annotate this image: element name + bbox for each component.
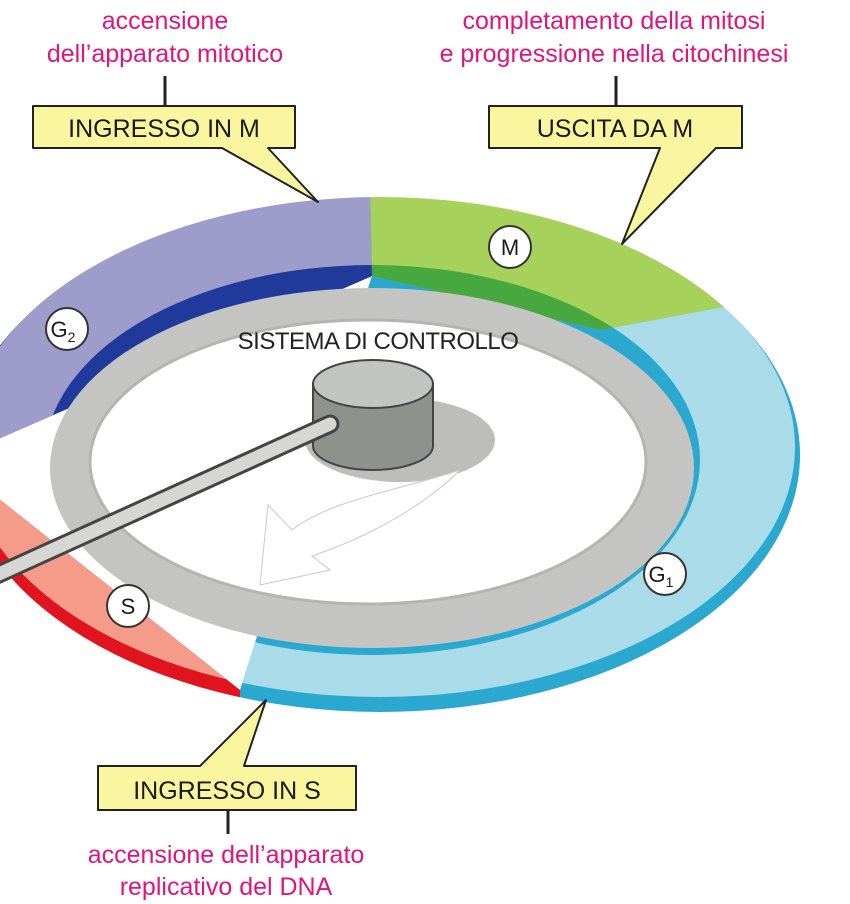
checkpoint-box-entry-m: INGRESSO IN M (68, 115, 260, 143)
phase-badge-g2: G2 (45, 307, 89, 351)
phase-label-m: M (501, 235, 519, 260)
checkpoint-note-entry-s-1: accensione dell’apparato (88, 841, 365, 869)
controller-title: SISTEMA DI CONTROLLO (238, 328, 519, 355)
checkpoint-note-entry-m-1: accensione (102, 7, 228, 35)
svg-text:G1: G1 (649, 562, 674, 590)
phase-sub-g2: 2 (68, 329, 76, 345)
phase-badge-g1: G1 (643, 552, 687, 596)
callout-exit-m: USCITA DA M completamento della mitosi e… (440, 7, 789, 245)
phase-sub-g1: 1 (666, 574, 674, 590)
phase-badge-s: S (106, 584, 150, 628)
checkpoint-note-entry-m-2: dell’apparato mitotico (47, 40, 283, 68)
phase-label-g2: G (51, 317, 68, 342)
callout-entry-m: INGRESSO IN M accensione dell’apparato m… (32, 7, 319, 203)
checkpoint-note-entry-s-2: replicativo del DNA (120, 873, 333, 901)
platform-ring-shadow (88, 318, 648, 606)
checkpoint-box-entry-s: INGRESSO IN S (133, 777, 321, 805)
clock-hand (0, 414, 340, 584)
phase-label-s: S (121, 594, 136, 619)
phase-label-g1: G (649, 562, 666, 587)
rotation-arrow-icon (259, 469, 461, 586)
checkpoint-box-exit-m: USCITA DA M (537, 115, 694, 143)
control-knob (312, 359, 434, 471)
callout-entry-s: INGRESSO IN S accensione dell’apparato r… (88, 699, 365, 901)
checkpoint-note-exit-m-2: e progressione nella citochinesi (440, 40, 789, 68)
checkpoint-note-exit-m-1: completamento della mitosi (463, 7, 766, 35)
svg-text:G2: G2 (51, 317, 76, 345)
phase-badge-m: M (488, 225, 532, 269)
